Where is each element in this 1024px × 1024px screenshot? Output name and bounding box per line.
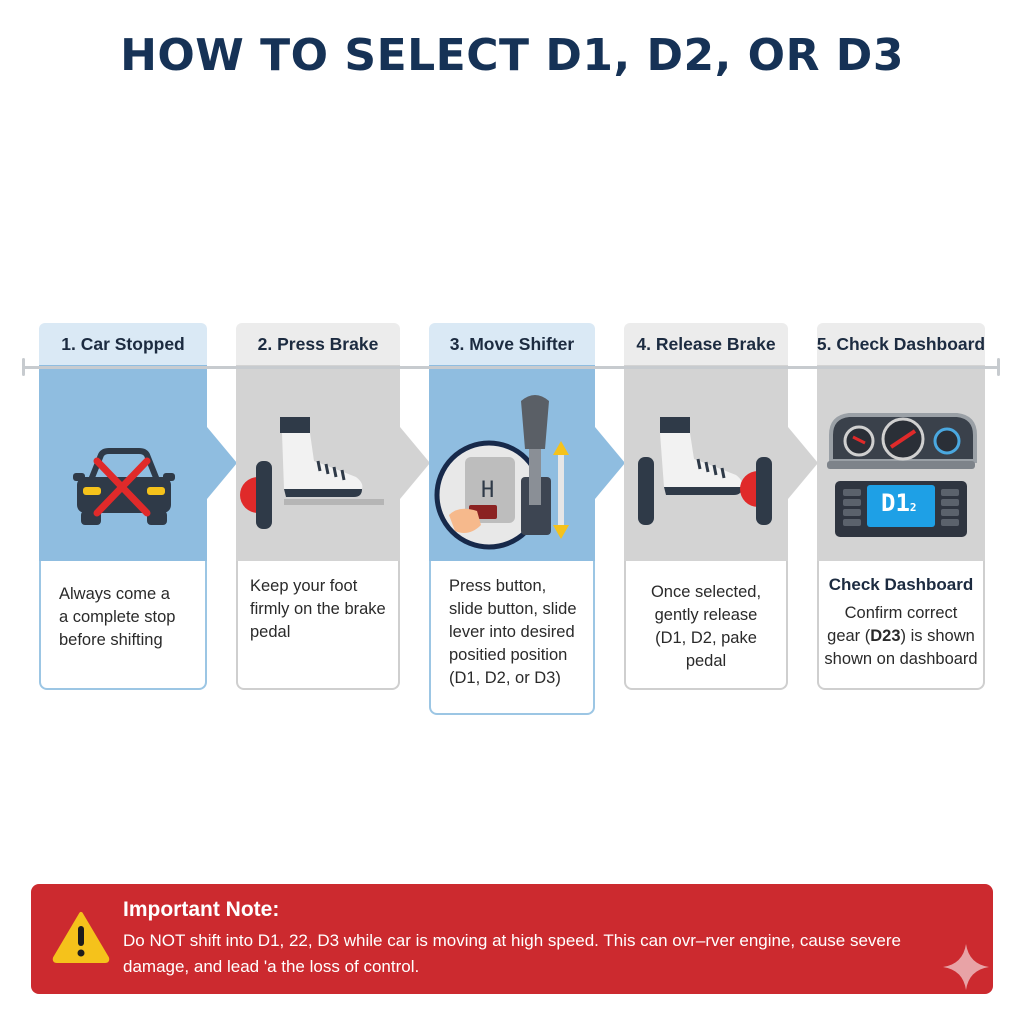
- boot-press-brake-icon: [240, 417, 384, 529]
- step-illustration: D12: [817, 365, 985, 561]
- gear-shifter-icon: H: [434, 395, 569, 550]
- boot-release-brake-icon: [638, 417, 772, 525]
- step-title: 5. Check Dashboard: [817, 323, 985, 365]
- warning-icon: [52, 912, 110, 963]
- step-title: 2. Press Brake: [236, 323, 400, 365]
- sparkle-icon: [943, 944, 989, 990]
- step-description: Always come a a complete stop before shi…: [39, 561, 207, 690]
- next-arrow-icon: [788, 427, 818, 499]
- step-title: 4. Release Brake: [624, 323, 788, 365]
- step-illustration: [236, 365, 430, 561]
- step-press-brake: 2. Press Brake Keep your foot firmly on …: [236, 323, 430, 690]
- step-car-stopped: 1. Car Stopped Always come a a complete …: [39, 323, 237, 690]
- important-note-banner: Important Note: Do NOT shift into D1, 22…: [31, 884, 993, 994]
- step-move-shifter: 3. Move Shifter H Press button, slide bu…: [429, 323, 625, 715]
- gear-display: D12: [881, 489, 917, 517]
- step-illustration: [39, 365, 237, 561]
- step-title: 1. Car Stopped: [39, 323, 207, 365]
- step-description: Once selected, gently release (D1, D2, p…: [624, 561, 788, 690]
- timeline-end-cap: [997, 358, 1000, 376]
- step-title: 3. Move Shifter: [429, 323, 595, 365]
- page-title: HOW TO SELECT D1, D2, OR D3: [120, 30, 904, 81]
- step-description: Check Dashboard Confirm correct gear (D2…: [817, 561, 985, 690]
- step-illustration: [624, 365, 818, 561]
- step-sub-title: Check Dashboard: [828, 575, 974, 594]
- step-check-dashboard: 5. Check Dashboard D12 Check Dashboard: [817, 323, 985, 690]
- step-release-brake: 4. Release Brake Once selected, gently r…: [624, 323, 818, 690]
- note-text: Do NOT shift into D1, 22, D3 while car i…: [123, 931, 901, 976]
- step-description: Press button, slide button, slide lever …: [429, 561, 595, 715]
- step-description: Keep your foot firmly on the brake pedal: [236, 561, 400, 690]
- note-title: Important Note:: [123, 898, 280, 921]
- timeline-line: [22, 358, 1000, 376]
- next-arrow-icon: [400, 427, 430, 499]
- dashboard-icon: [827, 413, 977, 537]
- step-illustration: H: [429, 365, 625, 561]
- svg-text:H: H: [481, 478, 494, 503]
- next-arrow-icon: [207, 427, 237, 499]
- next-arrow-icon: [595, 427, 625, 499]
- timeline-start-cap: [22, 358, 25, 376]
- car-stopped-icon: [73, 448, 175, 525]
